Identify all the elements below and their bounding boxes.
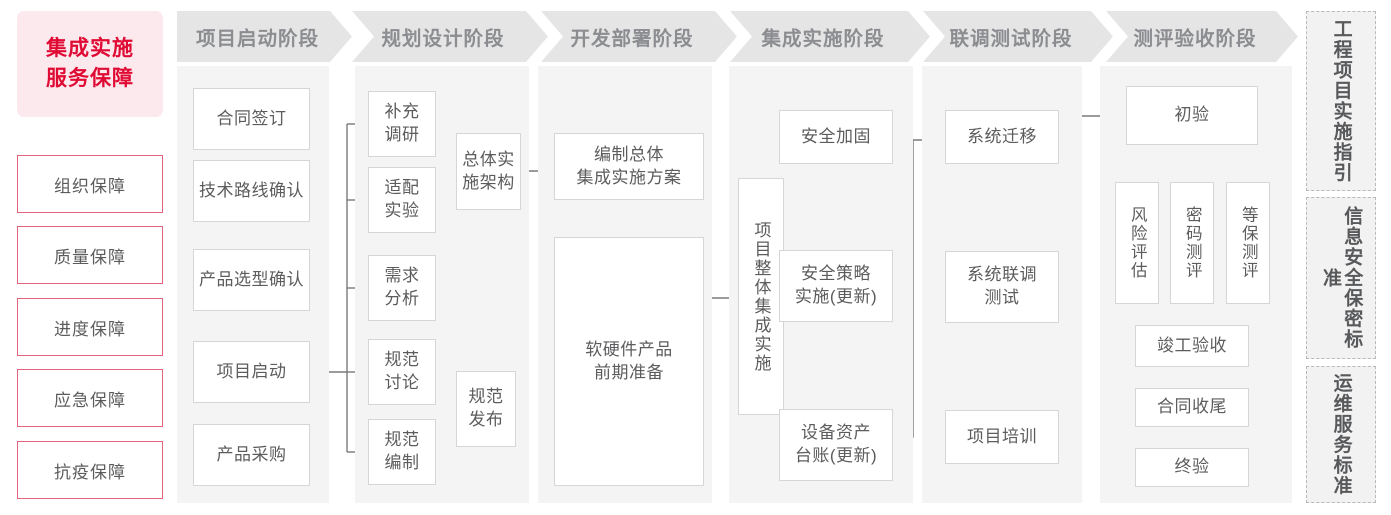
node-asset-ledger-line1: 设备资产 — [800, 423, 871, 443]
node-spec-release-line2: 发布 — [468, 410, 504, 429]
node-tech-route[interactable]: 技术路线确认 — [193, 160, 310, 222]
node-overall-architecture[interactable]: 总体实 施架构 — [456, 133, 521, 210]
node-joint-debug-test-line2: 测试 — [984, 288, 1020, 307]
phase-header-integration[interactable]: 集成实施阶段 — [730, 11, 930, 62]
node-spec-release[interactable]: 规范 发布 — [456, 371, 516, 447]
node-requirement-analysis[interactable]: 需求 分析 — [368, 255, 436, 321]
node-hw-sw-prep-line1: 软硬件产品 — [585, 339, 673, 359]
node-crypto-evaluation[interactable]: 密码测评 — [1170, 182, 1214, 304]
node-overall-integration[interactable]: 项目整体集成实施 — [738, 178, 784, 415]
node-contract-closure[interactable]: 合同收尾 — [1135, 388, 1249, 427]
guarantee-item-organization[interactable]: 组织保障 — [17, 155, 163, 213]
node-completion-acceptance[interactable]: 竣工验收 — [1135, 325, 1249, 367]
node-asset-ledger[interactable]: 设备资产 台账(更新) — [779, 409, 893, 481]
node-requirement-analysis-line2: 分析 — [384, 289, 420, 308]
node-security-hardening[interactable]: 安全加固 — [779, 110, 893, 164]
node-spec-discussion[interactable]: 规范 讨论 — [368, 339, 436, 405]
node-risk-assessment[interactable]: 风险评估 — [1115, 182, 1159, 304]
node-mlps-evaluation[interactable]: 等保测评 — [1226, 182, 1270, 304]
node-requirement-analysis-line1: 需求 — [384, 266, 420, 286]
node-contract[interactable]: 合同签订 — [193, 88, 310, 150]
phase-header-development[interactable]: 开发部署阶段 — [541, 11, 737, 62]
standard-ops-service-label: 运维服务标准 — [1330, 373, 1352, 496]
node-overall-plan[interactable]: 编制总体 集成实施方案 — [554, 133, 704, 200]
node-spec-discussion-line2: 讨论 — [384, 373, 420, 392]
node-hw-sw-prep[interactable]: 软硬件产品 前期准备 — [554, 237, 704, 486]
node-supplement-research-line1: 补充 — [384, 102, 420, 122]
node-joint-debug-test[interactable]: 系统联调 测试 — [945, 251, 1059, 323]
node-spec-release-line1: 规范 — [468, 387, 504, 407]
guarantee-item-schedule[interactable]: 进度保障 — [17, 298, 163, 356]
node-adaptation-test-line2: 实验 — [384, 201, 420, 220]
node-product-purchase[interactable]: 产品采购 — [193, 424, 310, 486]
node-overall-architecture-line1: 总体实 — [462, 149, 515, 169]
node-security-policy[interactable]: 安全策略 实施(更新) — [779, 250, 893, 322]
node-overall-plan-line1: 编制总体 — [594, 144, 664, 164]
phase-header-acceptance[interactable]: 测评验收阶段 — [1106, 11, 1298, 62]
node-spec-discussion-line1: 规范 — [384, 350, 420, 370]
node-project-kickoff[interactable]: 项目启动 — [193, 341, 310, 403]
phase-header-joint-test-label: 联调测试阶段 — [949, 28, 1073, 50]
phase-header-integration-label: 集成实施阶段 — [761, 28, 885, 50]
phase-header-joint-test[interactable]: 联调测试阶段 — [923, 11, 1113, 62]
node-overall-architecture-line2: 施架构 — [462, 172, 515, 192]
phase-header-startup[interactable]: 项目启动阶段 — [177, 11, 352, 62]
node-system-migration[interactable]: 系统迁移 — [945, 110, 1059, 164]
node-security-policy-line2: 实施(更新) — [794, 287, 878, 306]
node-spec-drafting-line2: 编制 — [384, 453, 420, 472]
node-adaptation-test-line1: 适配 — [384, 178, 420, 198]
node-preliminary-acceptance[interactable]: 初验 — [1126, 86, 1258, 145]
standard-infosec[interactable]: 信息安全保密标准 — [1306, 197, 1376, 359]
standard-ops-service[interactable]: 运维服务标准 — [1306, 366, 1376, 503]
node-adaptation-test[interactable]: 适配 实验 — [368, 167, 436, 233]
guarantee-item-epidemic[interactable]: 抗疫保障 — [17, 441, 163, 499]
standard-infosec-label: 信息安全保密标准 — [1320, 206, 1363, 350]
node-final-acceptance[interactable]: 终验 — [1135, 448, 1249, 487]
guarantee-item-quality[interactable]: 质量保障 — [17, 226, 163, 284]
phase-header-planning[interactable]: 规划设计阶段 — [352, 11, 548, 62]
standard-engineering-guide[interactable]: 工程项目实施指引 — [1306, 11, 1376, 191]
service-guarantee-title-line2: 服务保障 — [46, 67, 134, 90]
phase-header-acceptance-label: 测评验收阶段 — [1133, 28, 1257, 50]
node-supplement-research-line2: 调研 — [384, 125, 420, 144]
service-guarantee-title: 集成实施 服务保障 — [17, 11, 163, 117]
standard-engineering-guide-label: 工程项目实施指引 — [1330, 19, 1352, 183]
service-guarantee-title-line1: 集成实施 — [46, 36, 134, 60]
node-hw-sw-prep-line2: 前期准备 — [594, 362, 664, 382]
phase-header-startup-label: 项目启动阶段 — [195, 28, 319, 50]
node-project-training[interactable]: 项目培训 — [945, 410, 1059, 464]
phase-header-development-label: 开发部署阶段 — [570, 28, 694, 50]
phase-header-planning-label: 规划设计阶段 — [381, 28, 505, 50]
node-spec-drafting[interactable]: 规范 编制 — [368, 419, 436, 485]
node-joint-debug-test-line1: 系统联调 — [967, 265, 1037, 285]
node-asset-ledger-line2: 台账(更新) — [794, 446, 878, 465]
guarantee-item-emergency[interactable]: 应急保障 — [17, 369, 163, 427]
node-spec-drafting-line1: 规范 — [384, 430, 420, 450]
node-overall-plan-line2: 集成实施方案 — [576, 167, 682, 187]
node-product-select[interactable]: 产品选型确认 — [193, 249, 310, 311]
node-supplement-research[interactable]: 补充 调研 — [368, 91, 436, 157]
node-security-policy-line1: 安全策略 — [800, 264, 871, 284]
